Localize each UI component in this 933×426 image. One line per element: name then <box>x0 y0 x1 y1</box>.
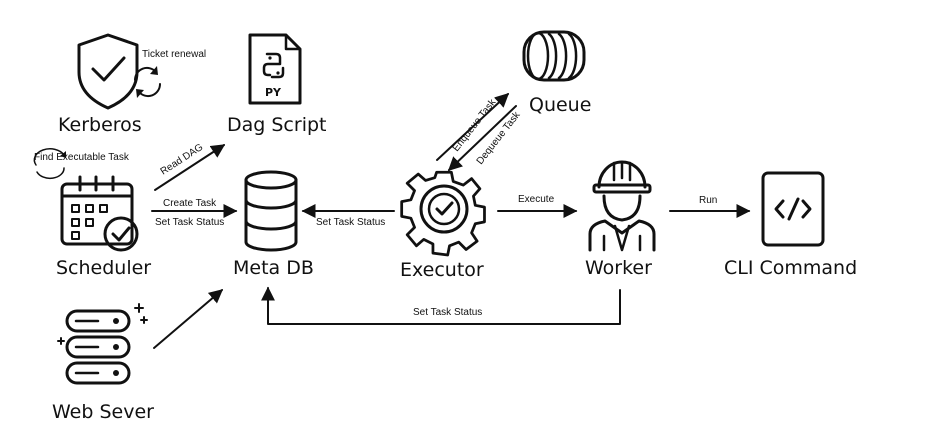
execute-label: Execute <box>518 194 555 205</box>
dequeue-arrow <box>447 105 517 171</box>
py-badge: PY <box>265 86 282 99</box>
find-executable-task-label: Find Executable Task <box>34 152 130 163</box>
worker-icon <box>588 160 656 252</box>
gear-check-icon <box>400 170 486 257</box>
queue-label: Queue <box>529 94 591 116</box>
meta-db-label: Meta DB <box>233 257 314 279</box>
refresh-icon <box>133 66 162 98</box>
scheduler-set-task-status-label: Set Task Status <box>155 217 224 228</box>
queue-icon <box>522 30 586 82</box>
find-task-cycle-icon <box>33 148 66 180</box>
worker-set-status-arrow <box>261 286 621 325</box>
kerberos-label: Kerberos <box>58 114 142 136</box>
python-file-icon: PY <box>248 33 302 105</box>
calendar-icon <box>60 175 139 252</box>
worker-set-task-status-label: Set Task Status <box>413 307 482 318</box>
executor-set-task-status-label: Set Task Status <box>316 217 385 228</box>
server-stack-icon <box>57 303 148 385</box>
code-window-icon <box>761 171 825 247</box>
dag-script-label: Dag Script <box>227 114 326 136</box>
executor-label: Executor <box>400 259 484 281</box>
create-task-label: Create Task <box>163 198 217 209</box>
ticket-renewal-label: Ticket renewal <box>142 49 206 60</box>
shield-icon <box>77 33 139 110</box>
read-dag-arrow <box>154 144 226 191</box>
database-icon <box>244 170 298 252</box>
scheduler-label: Scheduler <box>56 257 151 279</box>
web-server-arrow <box>153 289 224 349</box>
run-label: Run <box>699 195 717 206</box>
enqueue-arrow <box>436 93 510 161</box>
cli-command-label: CLI Command <box>724 257 857 279</box>
worker-label: Worker <box>585 257 652 279</box>
web-server-label: Web Sever <box>52 401 154 423</box>
